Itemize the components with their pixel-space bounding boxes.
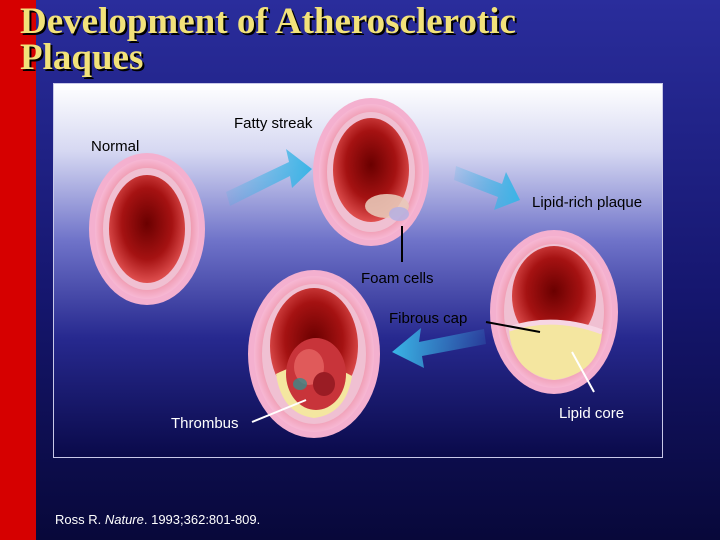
lipid-core-leader [571, 351, 595, 393]
label-foam-cells: Foam cells [361, 270, 434, 287]
arrow-lipid-to-thrombus [392, 328, 486, 368]
label-fatty-streak: Fatty streak [234, 115, 313, 132]
figure-illustration [89, 98, 618, 438]
arrow-fatty-to-lipid [454, 166, 520, 210]
normal-vessel [89, 153, 205, 305]
label-fibrous-cap: Fibrous cap [389, 310, 468, 327]
fibrous-cap-leader [485, 321, 541, 333]
citation-author: Ross R. [55, 512, 105, 527]
fatty-streak-vessel [313, 98, 429, 246]
label-thrombus: Thrombus [171, 415, 239, 432]
title-line-1: Development of Atherosclerotic [20, 1, 516, 42]
title-line-2: Plaques [20, 37, 144, 78]
slide-title: Development of Atherosclerotic Plaques [20, 1, 516, 78]
citation-journal: Nature [104, 512, 144, 527]
thrombus-vessel [248, 270, 380, 438]
citation: Ross R. Nature. 1993;362:801-809. [55, 512, 260, 527]
lipid-rich-plaque-vessel [490, 230, 618, 394]
atherosclerosis-figure: Fatty streak Normal Lipid-rich plaque Fo… [53, 83, 663, 458]
citation-details: . 1993;362:801-809. [143, 512, 261, 527]
label-lipid-core: Lipid core [559, 405, 625, 422]
accent-bar [0, 0, 36, 540]
arrow-normal-to-fatty [226, 149, 312, 206]
label-normal: Normal [91, 138, 140, 155]
thrombus-leader [251, 399, 307, 423]
label-lipid-rich-plaque: Lipid-rich plaque [532, 194, 643, 211]
